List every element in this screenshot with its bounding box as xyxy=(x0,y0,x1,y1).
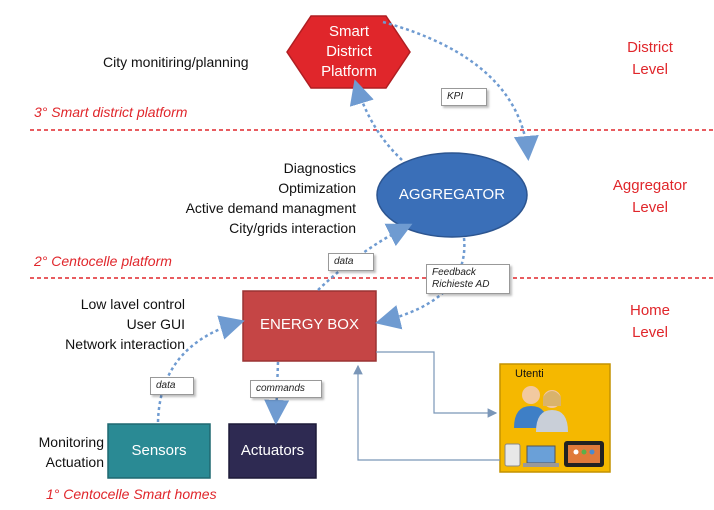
arrow-agg-to-district xyxy=(349,79,403,161)
utenti-label: Utenti xyxy=(515,368,544,380)
aggregator-level-label: Aggregator Level xyxy=(612,177,688,216)
data-note-bottom: data xyxy=(150,377,194,395)
sensors-rect xyxy=(107,423,211,479)
line-utenti-to-box xyxy=(353,364,500,461)
actuators-rect xyxy=(228,423,317,479)
commands-note: commands xyxy=(250,380,322,398)
smart-homes-label: 1° Centocelle Smart homes xyxy=(46,486,217,502)
aggregator-description: Diagnostics Optimization Active demand m… xyxy=(185,160,356,236)
feedback-note: Feedback Richieste AD xyxy=(426,264,510,294)
smart-district-label: Smart District Platform xyxy=(321,23,377,80)
city-description: City monitiring/planning xyxy=(103,54,249,70)
centocelle-platform-label: 2° Centocelle platform xyxy=(34,253,172,269)
energy-box-label: ENERGY BOX xyxy=(260,316,359,333)
home-level-label: Home Level xyxy=(629,302,670,341)
arrow-sensors-to-box xyxy=(156,315,245,423)
arrow-box-to-actuators xyxy=(264,361,290,425)
users-icon xyxy=(514,386,568,432)
energy-box-description: Low lavel control User GUI Network inter… xyxy=(65,296,185,352)
sensors-description: Monitoring Actuation xyxy=(38,434,104,470)
sensors-label: Sensors xyxy=(131,442,187,459)
aggregator-ellipse xyxy=(376,152,528,238)
kpi-note: KPI xyxy=(441,88,487,106)
district-level-label: District Level xyxy=(627,39,673,78)
actuators-label: Actuators xyxy=(240,442,305,459)
devices-icon xyxy=(504,441,604,467)
aggregator-label: AGGREGATOR xyxy=(398,186,506,203)
line-box-to-utenti xyxy=(376,351,498,418)
arrow-district-to-agg xyxy=(382,20,539,161)
district-platform-label: 3° Smart district platform xyxy=(34,104,188,120)
smart-district-hexagon xyxy=(286,15,411,89)
data-note-top: data xyxy=(328,253,374,271)
